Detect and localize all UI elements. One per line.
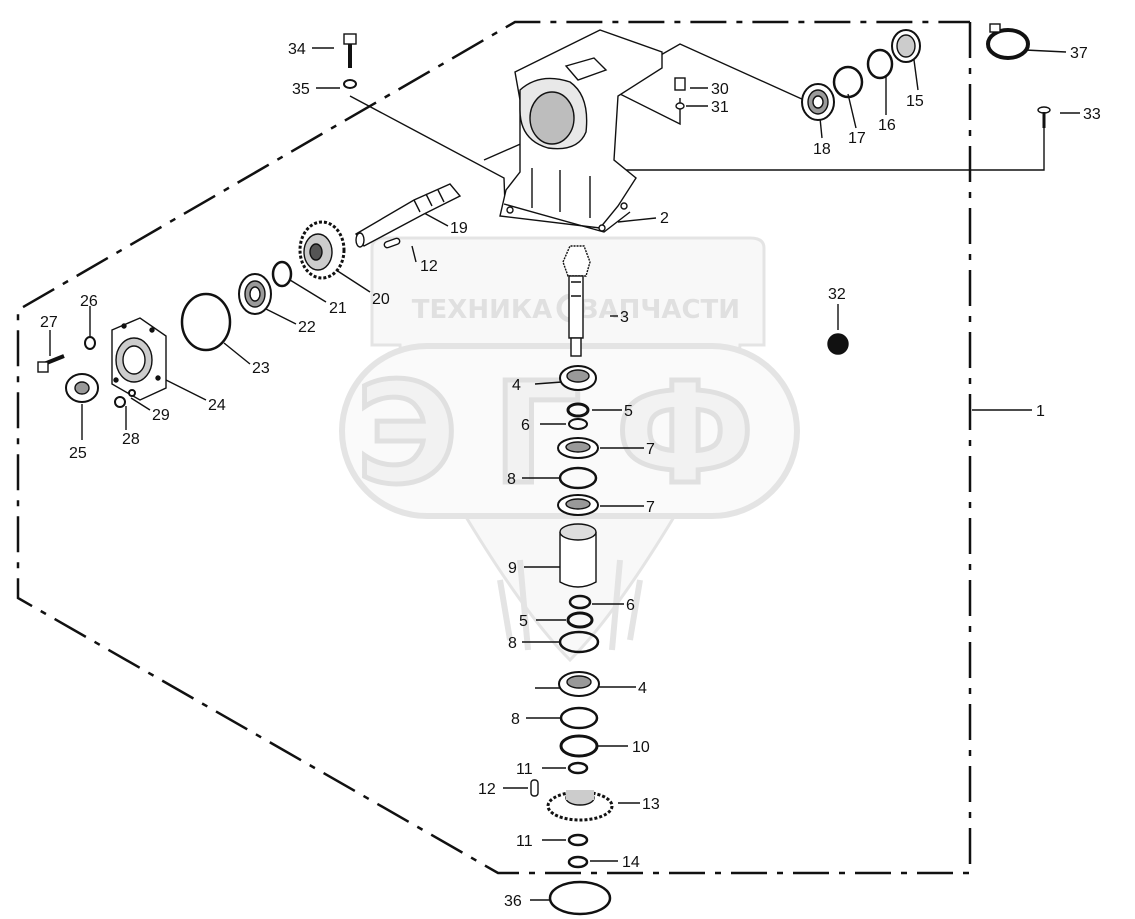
watermark-brand-line: ТЕХНИКА — [412, 295, 552, 325]
callout-35: 35 — [292, 81, 310, 98]
callout-27: 27 — [40, 314, 58, 331]
o-ring-36 — [548, 880, 612, 916]
washer-26 — [84, 336, 96, 350]
assembly-boundary — [16, 20, 972, 875]
callout-14: 14 — [622, 854, 640, 871]
bearing-4-upper — [559, 365, 597, 391]
spacer-sleeve-9 — [559, 523, 597, 588]
washer-29 — [128, 389, 136, 397]
bearing-7-lower — [557, 494, 599, 516]
ring-6-upper — [568, 418, 588, 430]
circlip-16 — [866, 48, 894, 80]
callout-15: 15 — [906, 93, 924, 110]
watermark-brand-line-2: ЗАПЧАСТИ — [580, 295, 740, 325]
circlip-10 — [559, 734, 599, 758]
ring-11-lower — [567, 833, 589, 847]
callout-7-upper: 7 — [646, 441, 655, 458]
callout-8-lower: 8 — [511, 711, 520, 728]
callout-8-middle: 8 — [508, 635, 517, 652]
callout-4-upper: 4 — [512, 377, 521, 394]
callout-10: 10 — [632, 739, 650, 756]
callout-21: 21 — [329, 300, 347, 317]
washer-31 — [675, 102, 685, 110]
callout-17: 17 — [848, 130, 866, 147]
ring-21 — [271, 260, 293, 288]
callout-1: 1 — [1036, 403, 1045, 420]
bolt-27 — [37, 354, 65, 373]
callout-36: 36 — [504, 893, 522, 910]
parts — [37, 23, 1051, 916]
callout-30: 30 — [711, 81, 729, 98]
callout-28: 28 — [122, 431, 140, 448]
callout-7-lower: 7 — [646, 499, 655, 516]
ring-8-middle — [558, 630, 600, 654]
callout-29: 29 — [152, 407, 170, 424]
callout-11-lower: 11 — [516, 833, 533, 850]
callout-4-lower: 4 — [638, 680, 647, 697]
callout-24: 24 — [208, 397, 226, 414]
callout-3: 3 — [620, 309, 629, 326]
callout-16: 16 — [878, 117, 896, 134]
bearing-22 — [238, 273, 272, 315]
watermark: ТЕХНИКА ЗАПЧАСТИ ЭГФ — [339, 236, 800, 663]
bearing-18 — [801, 83, 835, 121]
pinion-shaft-3 — [562, 245, 591, 357]
callout-12-lower: 12 — [478, 781, 496, 798]
watermark-logo-letters: ЭГФ — [356, 353, 789, 516]
washer-14 — [567, 855, 589, 869]
callout-22: 22 — [298, 319, 316, 336]
callout-labels: 1 2 3 4 4 5 5 6 6 7 7 8 8 8 9 10 11 11 1… — [40, 41, 1101, 910]
ring-6-lower — [568, 594, 592, 610]
callout-19: 19 — [450, 220, 468, 237]
callout-6-lower: 6 — [626, 597, 635, 614]
callout-34: 34 — [288, 41, 306, 58]
callout-25: 25 — [69, 445, 87, 462]
gearbox-housing — [499, 29, 663, 233]
bevel-gear-20 — [298, 220, 346, 280]
callout-2: 2 — [660, 210, 669, 227]
callout-26: 26 — [80, 293, 98, 310]
callout-20: 20 — [372, 291, 390, 308]
watermark-banner — [339, 343, 800, 519]
ring-17 — [832, 65, 864, 99]
washer-35 — [343, 79, 357, 89]
callout-33: 33 — [1083, 106, 1101, 123]
key-lower — [530, 779, 539, 797]
o-ring-23 — [180, 292, 232, 352]
callout-5-lower: 5 — [519, 613, 528, 630]
bolt-34 — [343, 33, 357, 68]
bolt-33 — [1037, 106, 1051, 128]
callout-13: 13 — [642, 796, 660, 813]
bearing-4-lower — [558, 671, 600, 697]
hose-clamp-37 — [986, 23, 1030, 60]
ring-8-lower — [559, 706, 599, 730]
bearing-7-upper — [557, 437, 599, 459]
callout-8-upper: 8 — [507, 471, 516, 488]
callout-9: 9 — [508, 560, 517, 577]
ring-11-upper — [567, 761, 589, 775]
ring-8-upper — [558, 466, 598, 490]
screw-28 — [114, 396, 126, 408]
callout-18: 18 — [813, 141, 831, 158]
callout-32: 32 — [828, 286, 846, 303]
flange-cover-24 — [111, 317, 167, 401]
callout-37: 37 — [1070, 45, 1088, 62]
cap-15 — [891, 29, 921, 63]
callout-12-upper: 12 — [420, 258, 438, 275]
spur-gear-13 — [546, 790, 614, 822]
seal-25 — [65, 373, 99, 403]
watermark-wheat-icon — [497, 559, 643, 651]
callout-31: 31 — [711, 99, 729, 116]
seal-5-upper — [566, 402, 590, 418]
plug-32 — [827, 333, 849, 355]
breather-30 — [674, 77, 686, 91]
callout-5-upper: 5 — [624, 403, 633, 420]
key-upper — [383, 237, 401, 249]
seal-5-lower — [566, 611, 594, 629]
callout-11-upper: 11 — [516, 761, 533, 778]
callout-6-upper: 6 — [521, 417, 530, 434]
callout-23: 23 — [252, 360, 270, 377]
input-shaft — [355, 183, 462, 248]
